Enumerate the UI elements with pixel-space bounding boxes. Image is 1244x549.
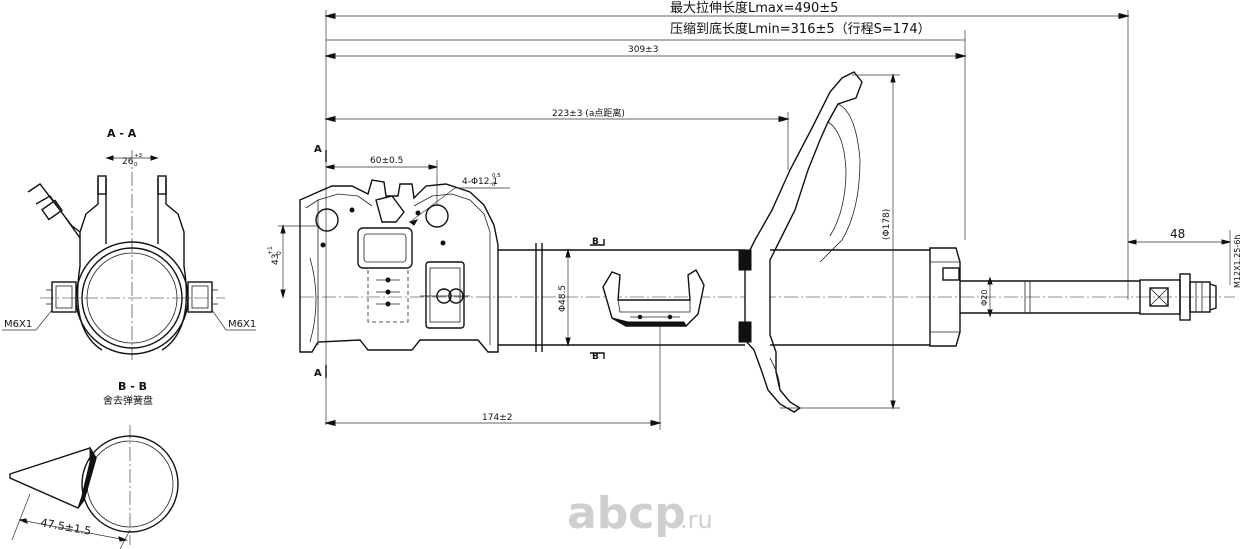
- section-marks: A A B B: [314, 144, 605, 379]
- dim-48: 48: [1170, 227, 1185, 241]
- section-mark-a-top: A: [314, 144, 322, 155]
- section-bb: B - B 舍去弹簧盘 47.5±1.5: [9, 380, 179, 549]
- dim-26-tol2: 0: [134, 162, 138, 168]
- overall-dimension-lines: [324, 10, 1130, 430]
- piston-rod: [960, 273, 1217, 321]
- lmin-label: 压缩到底长度Lmin=316±5（行程S=174）: [670, 21, 931, 37]
- hole-callout: 4-Φ12.1 0.5 0: [408, 173, 510, 226]
- watermark-suffix: .ru: [680, 506, 713, 534]
- spring-bracket: [602, 269, 705, 327]
- dim-phi20: Φ20: [980, 290, 989, 306]
- section-mark-b-top: B: [592, 237, 599, 247]
- section-aa: A - A 26 +3 0 M6X1 M6X1: [2, 127, 256, 360]
- lmax-label: 最大拉伸长度Lmax=490±5: [670, 0, 838, 16]
- dim-43: 43: [271, 254, 281, 265]
- holes-callout: 4-Φ12.1: [462, 177, 498, 187]
- m6-left-label: M6X1: [4, 319, 32, 330]
- knuckle-bracket: [299, 179, 499, 353]
- holes-tol: 0.5: [492, 173, 501, 179]
- dim-43-group: 43 +1 0: [267, 224, 320, 299]
- dim-60: 60±0.5: [370, 156, 403, 166]
- holes-tol2: 0: [492, 182, 496, 188]
- spring-seat: [738, 71, 863, 413]
- dim-26-tol: +3: [134, 153, 143, 159]
- bolt-hole-right: [425, 204, 449, 228]
- section-bb-title: B - B: [118, 380, 147, 393]
- bump-stop-upper: [738, 249, 752, 271]
- abcp-watermark-logo: abcp .ru: [567, 488, 713, 539]
- dim-223: 223±3 (a点距离): [552, 107, 625, 119]
- dim-phi48: Φ48.5: [558, 285, 568, 312]
- bump-stop-lower: [738, 321, 752, 343]
- thread-label: M12X1.25-6h: [1233, 235, 1242, 288]
- section-mark-a-bottom: A: [314, 368, 322, 379]
- dim-48-group: 48 M12X1.25-6h: [1127, 227, 1242, 288]
- dim-26: 26: [122, 157, 134, 167]
- section-bb-subtitle: 舍去弹簧盘: [103, 394, 153, 407]
- dim-43-tol: +1: [267, 246, 274, 255]
- bb-tube: [81, 435, 179, 533]
- dim-phi178: (Φ178): [882, 209, 892, 240]
- section-mark-b-bottom: B: [592, 352, 599, 362]
- dim-309: 309±3: [628, 45, 658, 55]
- dim-47: 47.5±1.5: [39, 516, 92, 538]
- section-aa-title: A - A: [107, 127, 137, 140]
- upper-tube: (Φ178): [770, 73, 930, 410]
- m6-right-label: M6X1: [228, 319, 256, 330]
- watermark-text: abcp: [567, 488, 686, 539]
- main-tube: Φ48.5: [498, 243, 745, 352]
- dim-43-tol2: 0: [276, 251, 283, 255]
- bolt-hole-left: [315, 208, 339, 232]
- dim-174: 174±2: [482, 413, 512, 423]
